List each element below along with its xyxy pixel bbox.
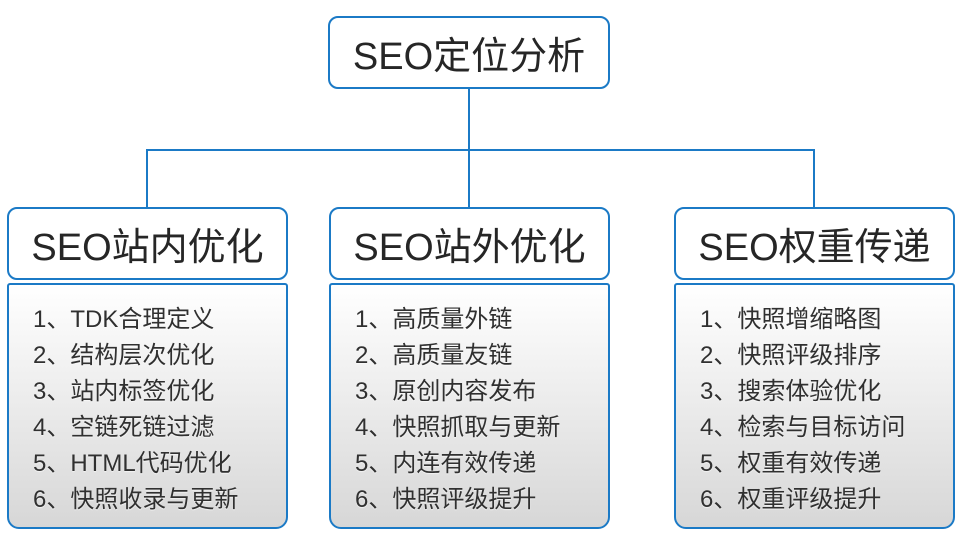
connector-left-stub [146, 149, 148, 207]
connector-horizontal [146, 149, 815, 151]
list-item: 4、空链死链过滤 [33, 414, 215, 441]
branch-offsite-title: SEO站外优化 [353, 227, 586, 269]
list-item: 2、高质量友链 [355, 342, 513, 369]
list-item: 2、快照评级排序 [700, 342, 882, 369]
list-item: 3、站内标签优化 [33, 378, 215, 405]
branch-offsite-header: SEO站外优化 [329, 207, 610, 280]
connector-root-to-center [468, 89, 470, 207]
list-item: 1、TDK合理定义 [33, 306, 215, 333]
root-node: SEO定位分析 [328, 16, 610, 89]
branch-weight-list: 1、快照增缩略图 2、快照评级排序 3、搜索体验优化 4、检索与目标访问 5、权… [674, 283, 955, 529]
list-item: 6、快照收录与更新 [33, 486, 239, 513]
list-item: 1、高质量外链 [355, 306, 513, 333]
branch-onsite-title: SEO站内优化 [31, 227, 264, 269]
list-item: 3、原创内容发布 [355, 378, 537, 405]
list-item: 6、快照评级提升 [355, 486, 537, 513]
list-item: 6、权重评级提升 [700, 486, 882, 513]
branch-onsite-header: SEO站内优化 [7, 207, 288, 280]
branch-weight-header: SEO权重传递 [674, 207, 955, 280]
connector-right-stub [813, 149, 815, 207]
root-node-title: SEO定位分析 [352, 36, 586, 78]
list-item: 1、快照增缩略图 [700, 306, 882, 333]
list-item: 3、搜索体验优化 [700, 378, 882, 405]
list-item: 5、内连有效传递 [355, 450, 537, 477]
list-item: 2、结构层次优化 [33, 342, 215, 369]
list-item: 4、快照抓取与更新 [355, 414, 561, 441]
branch-onsite-list: 1、TDK合理定义 2、结构层次优化 3、站内标签优化 4、空链死链过滤 5、H… [7, 283, 288, 529]
list-item: 5、HTML代码优化 [33, 450, 232, 477]
branch-offsite-list: 1、高质量外链 2、高质量友链 3、原创内容发布 4、快照抓取与更新 5、内连有… [329, 283, 610, 529]
list-item: 4、检索与目标访问 [700, 414, 906, 441]
list-item: 5、权重有效传递 [700, 450, 882, 477]
branch-weight-title: SEO权重传递 [698, 227, 931, 269]
